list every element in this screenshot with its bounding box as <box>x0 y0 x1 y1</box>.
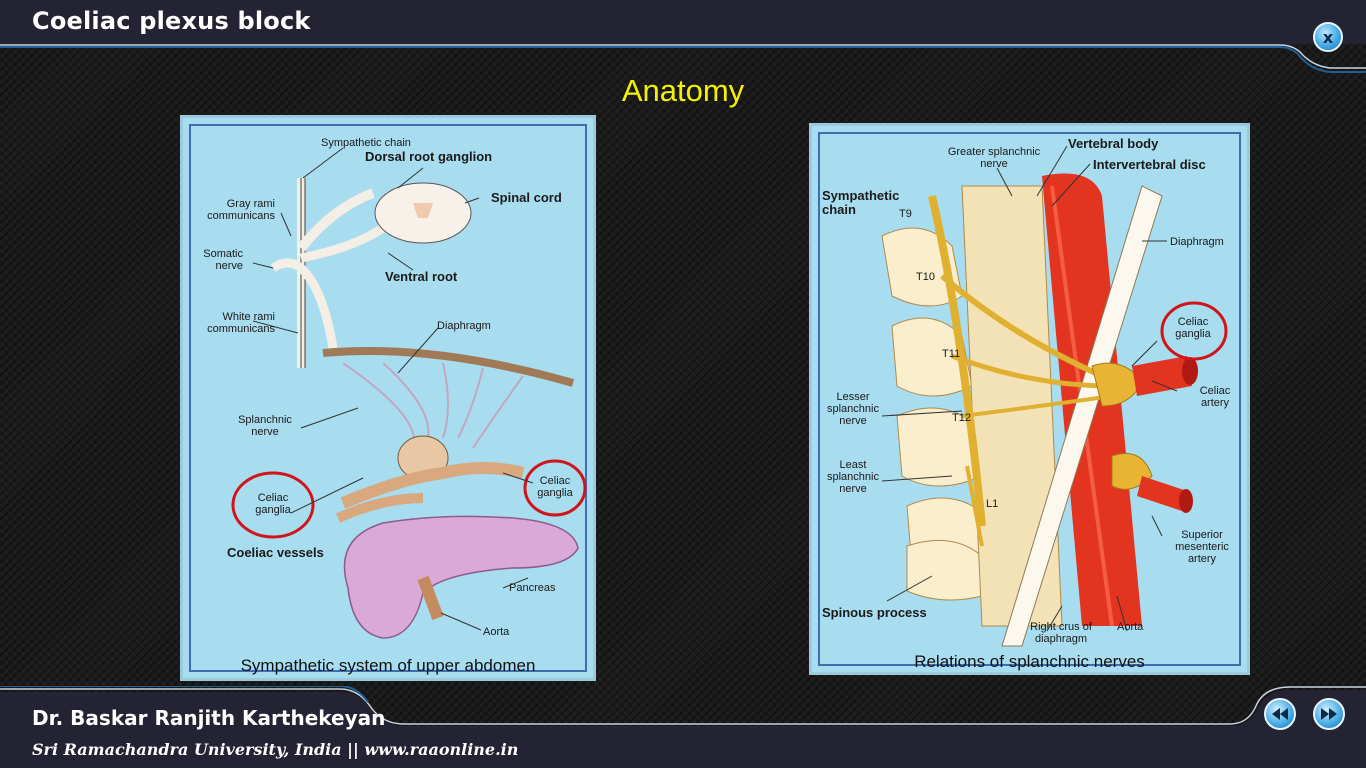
title-bar <box>0 0 1366 73</box>
right-figure-border <box>818 132 1241 666</box>
footer-bar-frame <box>0 686 1366 768</box>
label-spinous-process: Spinous process <box>822 605 927 620</box>
next-button[interactable] <box>1313 698 1345 730</box>
author-name: Dr. Baskar Ranjith Karthekeyan <box>32 706 386 730</box>
label-coeliac-vessels: Coeliac vessels <box>227 545 324 560</box>
label-t9: T9 <box>899 208 912 220</box>
left-figure: Sympathetic chain Dorsal root ganglion S… <box>180 115 596 681</box>
separator: || <box>347 740 359 759</box>
rewind-icon <box>1272 708 1288 720</box>
label-dorsal-root-ganglion: Dorsal root ganglion <box>365 149 493 164</box>
right-figure: Greater splanchnic nerve Vertebral body … <box>809 123 1250 675</box>
label-least-splanchnic: Least splanchnic nerve <box>827 459 879 496</box>
label-spinal-cord: Spinal cord <box>491 190 562 205</box>
label-aorta: Aorta <box>483 626 510 638</box>
fast-forward-icon <box>1321 708 1337 720</box>
slide-heading: Anatomy <box>621 73 745 108</box>
label-ventral-root: Ventral root <box>385 269 458 284</box>
label-lesser-splanchnic: Lesser splanchnic nerve <box>827 391 879 428</box>
close-icon: x <box>1322 27 1334 47</box>
label-intervertebral-disc: Intervertebral disc <box>1093 157 1206 172</box>
label-gray-rami: Gray rami communicans <box>207 198 275 223</box>
label-vertebral-body: Vertebral body <box>1068 136 1159 151</box>
label-right-crus: Right crus of diaphragm <box>1030 621 1092 646</box>
label-celiac-ganglia: Celiac ganglia <box>1175 316 1211 341</box>
label-diaphragm: Diaphragm <box>1170 236 1224 248</box>
label-t10: T10 <box>916 271 935 283</box>
label-celiac-ganglia-left: Celiac ganglia <box>255 492 291 517</box>
previous-button[interactable] <box>1264 698 1296 730</box>
label-celiac-ganglia-right: Celiac ganglia <box>537 475 573 500</box>
label-splanchnic-nerve: Splanchnic nerve <box>238 414 292 439</box>
label-aorta: Aorta <box>1117 621 1144 633</box>
sympathetic-system-illustration <box>231 147 587 639</box>
affiliation-line: Sri Ramachandra University, India || www… <box>32 740 518 759</box>
label-pancreas: Pancreas <box>509 582 556 594</box>
label-greater-splanchnic: Greater splanchnic nerve <box>947 146 1041 171</box>
splanchnic-relations-illustration <box>881 145 1228 647</box>
left-figure-caption: Sympathetic system of upper abdomen <box>240 656 536 675</box>
label-t11: T11 <box>942 348 961 360</box>
right-figure-caption: Relations of splanchnic nerves <box>914 652 1145 671</box>
label-celiac-artery: Celiac artery <box>1199 385 1231 410</box>
label-somatic-nerve: Somatic nerve <box>203 248 243 273</box>
footer-bar <box>0 686 1366 768</box>
left-figure-border <box>189 124 587 672</box>
label-l1: L1 <box>986 498 999 510</box>
title-bar-frame <box>0 0 1366 73</box>
label-diaphragm: Diaphragm <box>437 320 491 332</box>
label-sympathetic-chain: Sympathetic chain <box>321 137 411 149</box>
close-button[interactable]: x <box>1313 22 1343 52</box>
website-link[interactable]: www.raaonline.in <box>364 740 519 759</box>
slide-title: Coeliac plexus block <box>32 7 311 35</box>
institution: Sri Ramachandra University, India <box>32 740 342 759</box>
label-t12: T12 <box>952 412 971 424</box>
label-superior-mesenteric: Superior mesenteric artery <box>1175 529 1229 566</box>
label-sympathetic-chain: Sympathetic chain <box>822 188 900 218</box>
label-white-rami: White rami communicans <box>207 311 275 336</box>
